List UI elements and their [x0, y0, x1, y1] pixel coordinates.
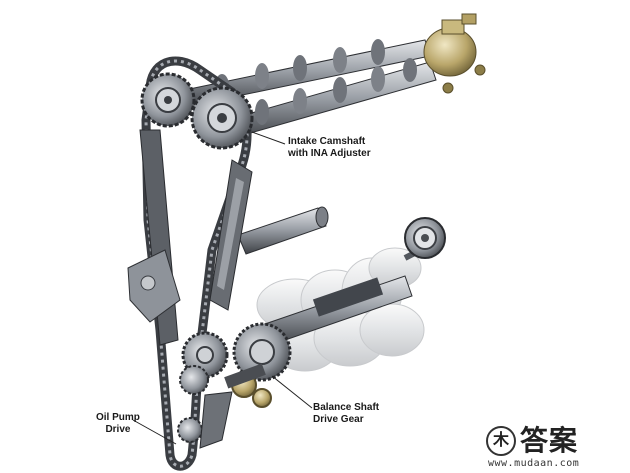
intake-camshaft: [219, 58, 437, 141]
balance-label-line2: Drive Gear: [313, 414, 364, 425]
watermark-logo-icon: 木: [486, 426, 516, 456]
high-pressure-pump: [423, 13, 486, 94]
watermark-url: www.mudaan.com: [488, 458, 580, 469]
chain-guide-right: [209, 159, 253, 311]
exhaust-cam-sprocket: [140, 72, 196, 128]
leader-lines: [132, 131, 313, 445]
intake-cam-sprocket: [190, 86, 254, 150]
lower-chain-tensioner: [199, 363, 266, 449]
oil-pump-housing: [127, 249, 181, 323]
site-watermark: 木 答案 www.mudaan.com: [486, 424, 626, 470]
tensioner-pulley: [403, 217, 446, 261]
watermark-text: 答案: [520, 425, 579, 456]
balance-shaft-drive-gear-label: Balance Shaft Drive Gear: [313, 402, 379, 426]
balance-label-line1: Balance Shaft: [313, 402, 380, 413]
intake-label-line2: with INA Adjuster: [288, 148, 371, 159]
oilpump-label-line1: Oil Pump: [96, 412, 140, 423]
intake-camshaft-label: Intake Camshaft with INA Adjuster: [288, 136, 371, 160]
oil-pump-drive-label: Oil Pump Drive: [96, 412, 140, 436]
upper-balance-shaft: [237, 206, 329, 255]
balance-shaft-drive-gear: [232, 322, 292, 382]
oilpump-label-line2: Drive: [105, 424, 131, 435]
intake-label-line1: Intake Camshaft: [288, 136, 366, 147]
